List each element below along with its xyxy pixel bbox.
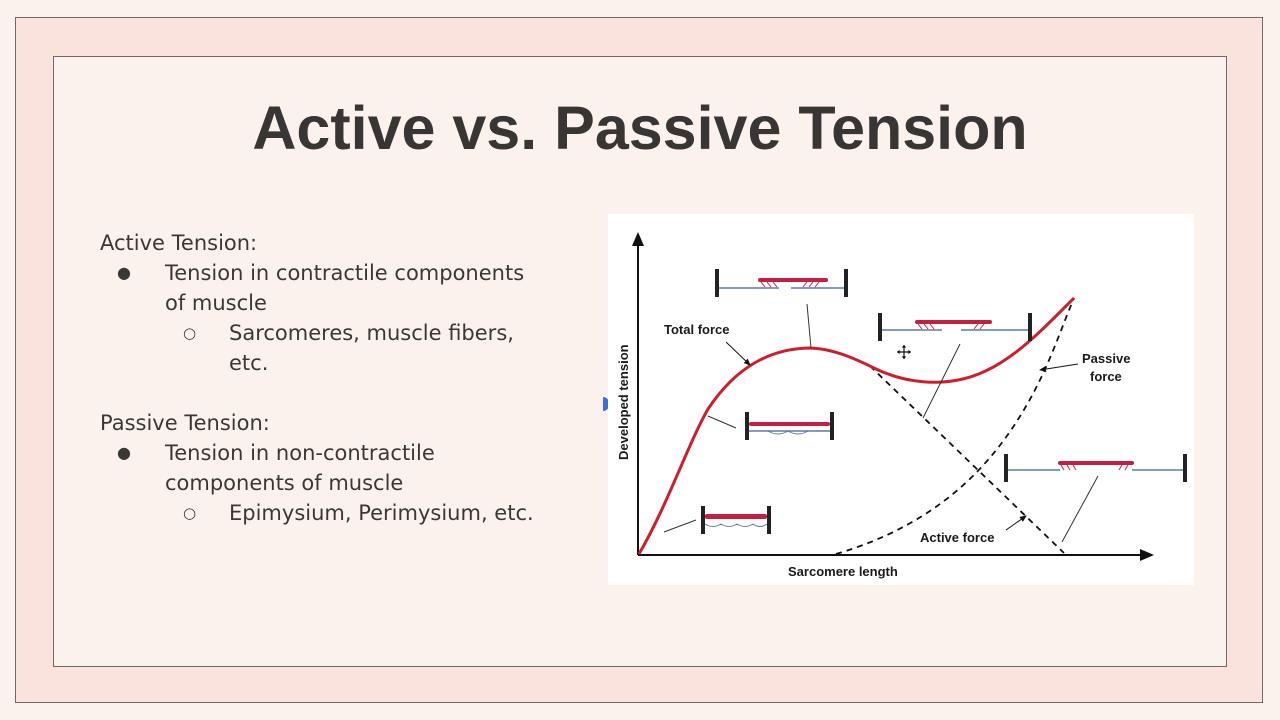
section-heading-passive: Passive Tension: bbox=[100, 411, 270, 435]
bullet-item: ● Tension in contractile components of m… bbox=[100, 258, 600, 318]
total-force-label: Total force bbox=[664, 322, 730, 337]
bullet-text-line: components of muscle bbox=[165, 471, 404, 495]
axes bbox=[632, 232, 1154, 561]
sarcomere-overlapping bbox=[663, 506, 771, 534]
bullet-text-line: Tension in contractile components bbox=[165, 261, 525, 285]
sarcomere-reduced-overlap bbox=[878, 313, 1032, 419]
passive-force-label: Passive bbox=[1082, 351, 1130, 366]
sub-bullet-text-line: etc. bbox=[229, 351, 269, 375]
sub-bullet-text-line: Epimysium, Perimysium, etc. bbox=[229, 501, 534, 525]
total-force-curve bbox=[637, 296, 1076, 555]
bullet-circle-icon: ○ bbox=[183, 324, 197, 342]
length-tension-diagram[interactable]: Total force Passive force Active force D… bbox=[608, 214, 1194, 585]
bullet-text-line: Tension in non-contractile bbox=[165, 441, 435, 465]
bullet-circle-icon: ○ bbox=[183, 504, 197, 522]
selection-handle[interactable] bbox=[603, 397, 609, 411]
move-cursor-icon bbox=[895, 343, 913, 361]
active-force-curve bbox=[869, 365, 1065, 554]
bullet-dot-icon: ● bbox=[117, 443, 131, 462]
active-force-label: Active force bbox=[920, 530, 994, 545]
slide-body: Active Tension: ● Tension in contractile… bbox=[100, 228, 600, 528]
passive-force-curve bbox=[835, 297, 1075, 555]
x-axis-label: Sarcomere length bbox=[788, 564, 898, 579]
sub-bullet-item: ○ Sarcomeres, muscle fibers, etc. bbox=[100, 318, 600, 378]
bullet-item: ● Tension in non-contractile components … bbox=[100, 438, 600, 498]
bullet-dot-icon: ● bbox=[117, 263, 131, 282]
bullet-text-line: of muscle bbox=[165, 291, 267, 315]
slide-title: Active vs. Passive Tension bbox=[252, 94, 1028, 162]
passive-force-label-2: force bbox=[1090, 369, 1122, 384]
sarcomere-optimal-overlap bbox=[715, 269, 848, 349]
sub-bullet-item: ○ Epimysium, Perimysium, etc. bbox=[100, 498, 600, 528]
sarcomere-compressed bbox=[707, 412, 834, 440]
diagram-svg: Total force Passive force Active force D… bbox=[616, 232, 1187, 579]
section-heading-active: Active Tension: bbox=[100, 231, 258, 255]
y-axis-label: Developed tension bbox=[616, 344, 631, 460]
sarcomere-minimal-overlap bbox=[1004, 454, 1187, 543]
sub-bullet-text-line: Sarcomeres, muscle fibers, bbox=[229, 321, 514, 345]
